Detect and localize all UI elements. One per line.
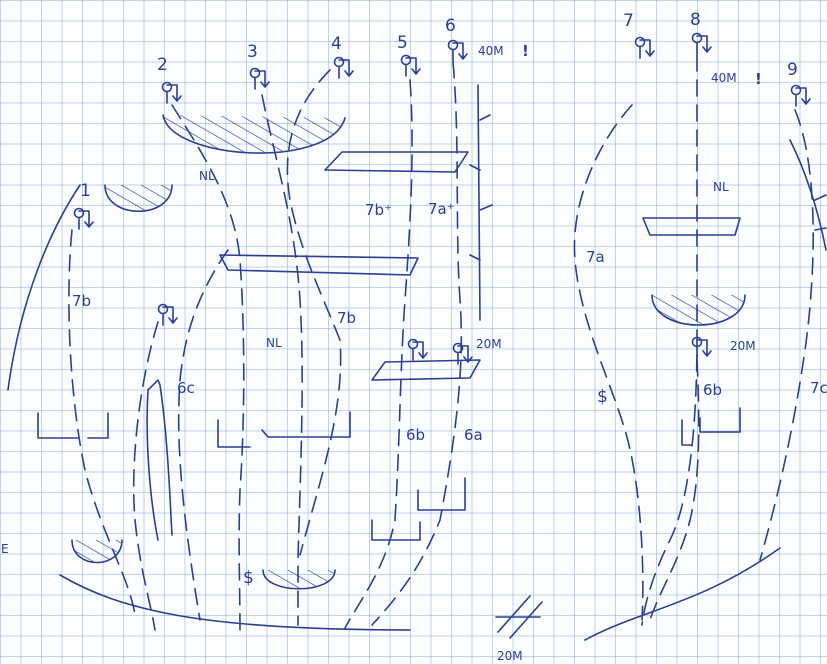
route-line-mid-right [179,250,228,620]
grade-label-1: 7b [72,292,91,310]
route-number-5: 5 [397,33,408,53]
base-bracket-2 [218,412,350,447]
route-7a-curve [574,105,642,620]
anchor-bolt-icon-6b [409,340,428,361]
scale-marker [496,596,542,638]
length-20m-scale: 20M [497,649,523,663]
base-bracket-1 [38,413,108,438]
ledge-band-upper-right [325,152,468,172]
anchor-bolt-icon-3 [251,69,270,90]
grade-label-3: 7a⁺ [428,200,455,218]
route-number-8: 8 [690,10,701,30]
grade-label-8: 7a [586,248,605,266]
base-bracket-3 [372,520,420,540]
route-number-9: 9 [787,60,798,80]
base-bracket-4 [418,478,465,510]
route-number-2: 2 [157,55,168,75]
anchor-bolt-icon-4 [335,58,354,79]
length-40m-left: 40M [478,44,504,58]
grade-label-9: 6b [703,381,722,399]
grade-label-5: 6c [177,379,195,397]
anchor-bolt-icon-7 [636,38,655,59]
crack-right-of-6 [470,85,492,320]
roof-right-band [643,218,740,235]
grade-label-10: 7c [810,379,827,397]
ground-line-right [585,548,780,640]
anchor-bolt-icon-2 [163,83,182,104]
note-nl-2: NL [266,336,282,350]
length-20m-right: 20M [730,339,756,353]
roof-right-cup [652,295,745,325]
anchor-bolt-icon-mid [159,305,178,326]
route-line-3 [262,95,302,625]
anchor-bolt-icon-6 [449,41,468,62]
tree-right-edge [790,140,826,250]
length-20m-mid: 20M [476,337,502,351]
anchor-bolt-icon-8 [693,34,712,55]
route-number-4: 4 [331,34,342,54]
warning-right: ! [755,70,762,88]
anchor-bolt-icon-9 [792,86,811,107]
route-line-2 [172,105,244,630]
ledge-band-middle [220,255,418,275]
route-line-mid-left [134,322,158,630]
grade-label-7: 6a [464,426,483,444]
length-40m-right: 40M [711,71,737,85]
roof-bottom-middle [263,570,335,589]
anchor-bolt-icon-1 [75,209,94,230]
route-number-1: 1 [80,181,91,201]
grade-label-4: 7b [337,309,356,327]
route-number-7: 7 [623,11,634,31]
ledge-band-lower-right [372,360,480,380]
dollar-marker-2: $ [597,387,608,407]
flake-6c [147,380,172,540]
route-line-8 [642,55,697,625]
note-nl-3: NL [713,180,729,194]
route-line-5 [345,80,412,628]
dollar-marker-1: $ [243,568,254,588]
base-bracket-5 [682,408,740,445]
grade-label-2: 7b⁺ [365,201,392,219]
anchor-bolt-icon-6b-right [693,338,712,359]
route-number-3: 3 [247,42,258,62]
route-line-8-right [650,360,699,620]
grade-label-6: 6b [406,426,425,444]
route-number-6: 6 [445,16,456,36]
roof-left-cup [105,185,172,211]
warning-left: ! [522,42,529,60]
note-nl-1: NL [199,169,215,183]
ground-line-left [60,575,410,630]
roof-bottom-left [72,540,122,563]
anchor-bolt-icon-5 [402,56,421,77]
edge-label-e: E [1,542,9,556]
